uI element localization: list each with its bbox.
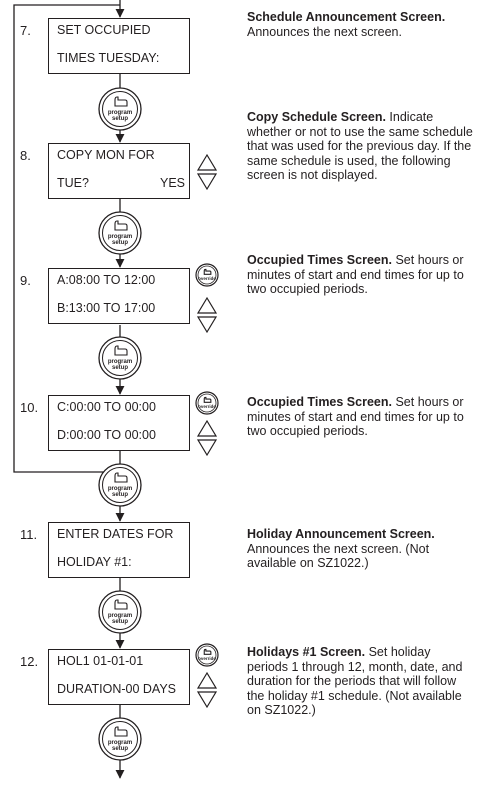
- program-label: program: [108, 613, 132, 619]
- setup-label: setup: [112, 619, 128, 625]
- lcd-line-2: D:00:00 TO 00:00: [57, 428, 156, 442]
- step-number: 11.: [20, 527, 38, 542]
- hand-icon: [114, 599, 128, 610]
- step-title: Copy Schedule Screen.: [247, 110, 386, 124]
- lcd-line-1: COPY MON FOR: [57, 148, 155, 162]
- hand-icon: [114, 220, 128, 231]
- lcd-screen: ENTER DATES FOR HOLIDAY #1:: [48, 522, 190, 578]
- hand-icon: [114, 96, 128, 107]
- up-arrow-icon: [196, 296, 218, 314]
- hand-icon: [203, 396, 212, 403]
- up-arrow-icon: [196, 419, 218, 437]
- down-arrow-icon: [196, 316, 218, 334]
- override-label: override: [198, 656, 216, 661]
- override-button: override: [195, 643, 219, 667]
- step-number: 12.: [20, 654, 39, 669]
- step-description: Copy Schedule Screen. Indicate whether o…: [247, 110, 473, 182]
- override-button: override: [195, 263, 219, 287]
- lcd-line-1: A:08:00 TO 12:00: [57, 273, 156, 287]
- step-title: Holidays #1 Screen.: [247, 645, 366, 659]
- hand-icon: [114, 472, 128, 483]
- setup-label: setup: [112, 365, 128, 371]
- hand-icon: [203, 268, 212, 275]
- override-label: override: [198, 404, 216, 409]
- hand-icon: [203, 648, 212, 655]
- override-button: override: [195, 391, 219, 415]
- lcd-screen: COPY MON FOR TUE? YES: [48, 143, 190, 199]
- lcd-line-2: TUE?: [57, 176, 89, 190]
- hand-icon: [114, 345, 128, 356]
- step-title: Schedule Announcement Screen.: [247, 10, 446, 24]
- step-number: 9.: [20, 273, 31, 288]
- lcd-line-2: B:13:00 TO 17:00: [57, 301, 156, 315]
- up-down-arrows-icon: [196, 671, 218, 709]
- up-arrow-icon: [196, 671, 218, 689]
- setup-label: setup: [112, 116, 128, 122]
- up-down-arrows-icon: [196, 419, 218, 457]
- hand-icon: [114, 726, 128, 737]
- program-label: program: [108, 486, 132, 492]
- step-description: Holidays #1 Screen. Set holiday periods …: [247, 645, 463, 717]
- program-label: program: [108, 740, 132, 746]
- setup-label: setup: [112, 746, 128, 752]
- step-description: Occupied Times Screen. Set hours or minu…: [247, 395, 464, 438]
- up-down-arrows-icon: [196, 296, 218, 334]
- lcd-line-2: DURATION-00 DAYS: [57, 682, 177, 696]
- loop-line: [13, 4, 120, 473]
- step-number: 7.: [20, 23, 31, 38]
- lcd-line-2: TIMES TUESDAY:: [57, 51, 160, 65]
- lcd-line-1: SET OCCUPIED: [57, 23, 151, 37]
- lcd-line-2: HOLIDAY #1:: [57, 555, 132, 569]
- lcd-screen: SET OCCUPIED TIMES TUESDAY:: [48, 18, 190, 74]
- setup-label: setup: [112, 492, 128, 498]
- lcd-line-1: ENTER DATES FOR: [57, 527, 174, 541]
- lcd-line-1: C:00:00 TO 00:00: [57, 400, 156, 414]
- down-arrow-icon: [196, 173, 218, 191]
- down-arrow-icon: [196, 691, 218, 709]
- step-title: Holiday Announcement Screen.: [247, 527, 435, 541]
- lcd-option-value: YES: [159, 176, 185, 190]
- step-title: Occupied Times Screen.: [247, 395, 392, 409]
- step-number: 10.: [20, 400, 39, 415]
- step-description: Schedule Announcement Screen. Announces …: [247, 10, 446, 39]
- step-description: Holiday Announcement Screen. Announces t…: [247, 527, 435, 570]
- program-label: program: [108, 234, 132, 240]
- step-number: 8.: [20, 148, 31, 163]
- step-title: Occupied Times Screen.: [247, 253, 392, 267]
- up-arrow-icon: [196, 153, 218, 171]
- override-label: override: [198, 276, 216, 281]
- program-label: program: [108, 110, 132, 116]
- down-arrow-icon: [196, 439, 218, 457]
- up-down-arrows-icon: [196, 153, 218, 191]
- program-label: program: [108, 359, 132, 365]
- setup-label: setup: [112, 240, 128, 246]
- lcd-line-1: HOL1 01-01-01: [57, 654, 144, 668]
- step-description: Occupied Times Screen. Set hours or minu…: [247, 253, 464, 296]
